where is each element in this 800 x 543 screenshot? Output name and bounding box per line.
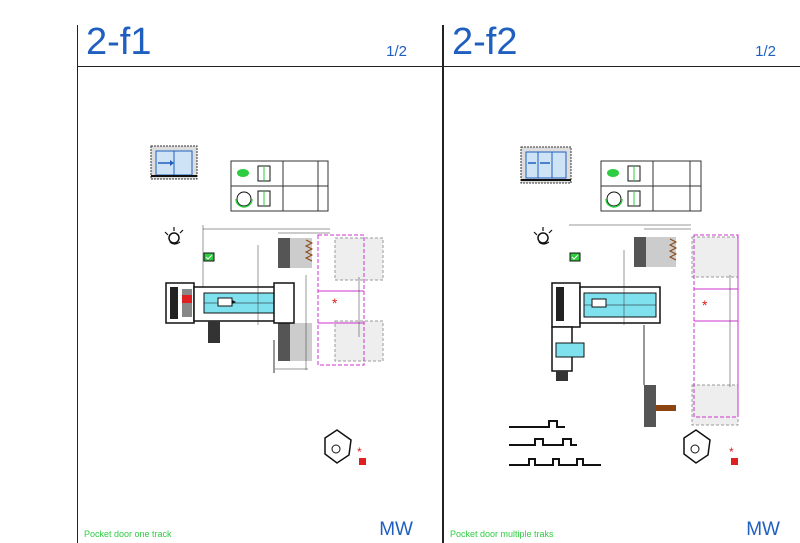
formula-table — [600, 160, 702, 212]
brand-mark: MW — [379, 519, 413, 540]
asterisk-mark: * — [702, 297, 708, 313]
sheet-header: 2-f2 1/2 — [444, 21, 800, 67]
sheet-code: 2-f1 — [86, 21, 152, 63]
drawing-2-f1: * * — [150, 145, 384, 465]
sheet-header: 2-f1 1/2 — [78, 21, 443, 67]
sliding-door-icon — [150, 145, 198, 180]
sheet-code: 2-f2 — [452, 21, 518, 63]
sliding-door-icon — [520, 146, 572, 184]
weather-icon — [533, 227, 553, 245]
sheet-2-f2: 2-f2 1/2 — [443, 21, 800, 543]
weather-icon — [164, 227, 184, 245]
track-profiles — [509, 420, 601, 466]
svg-text:*: * — [357, 445, 362, 459]
asterisk-mark: * — [332, 295, 338, 311]
page-number: 1/2 — [755, 43, 776, 60]
svg-text:*: * — [729, 445, 734, 459]
motor-box-icon: * — [683, 429, 738, 465]
formula-table — [230, 160, 329, 212]
page-number: 1/2 — [386, 43, 407, 60]
motor-box-icon: * — [324, 429, 366, 465]
drawing-caption: Pocket door one track — [84, 529, 172, 539]
drawing-2-f2: * * — [509, 146, 739, 466]
brand-mark: MW — [746, 519, 780, 540]
sheet-2-f1: 2-f1 1/2 — [77, 21, 443, 543]
drawing-caption: Pocket door multiple traks — [450, 529, 554, 539]
